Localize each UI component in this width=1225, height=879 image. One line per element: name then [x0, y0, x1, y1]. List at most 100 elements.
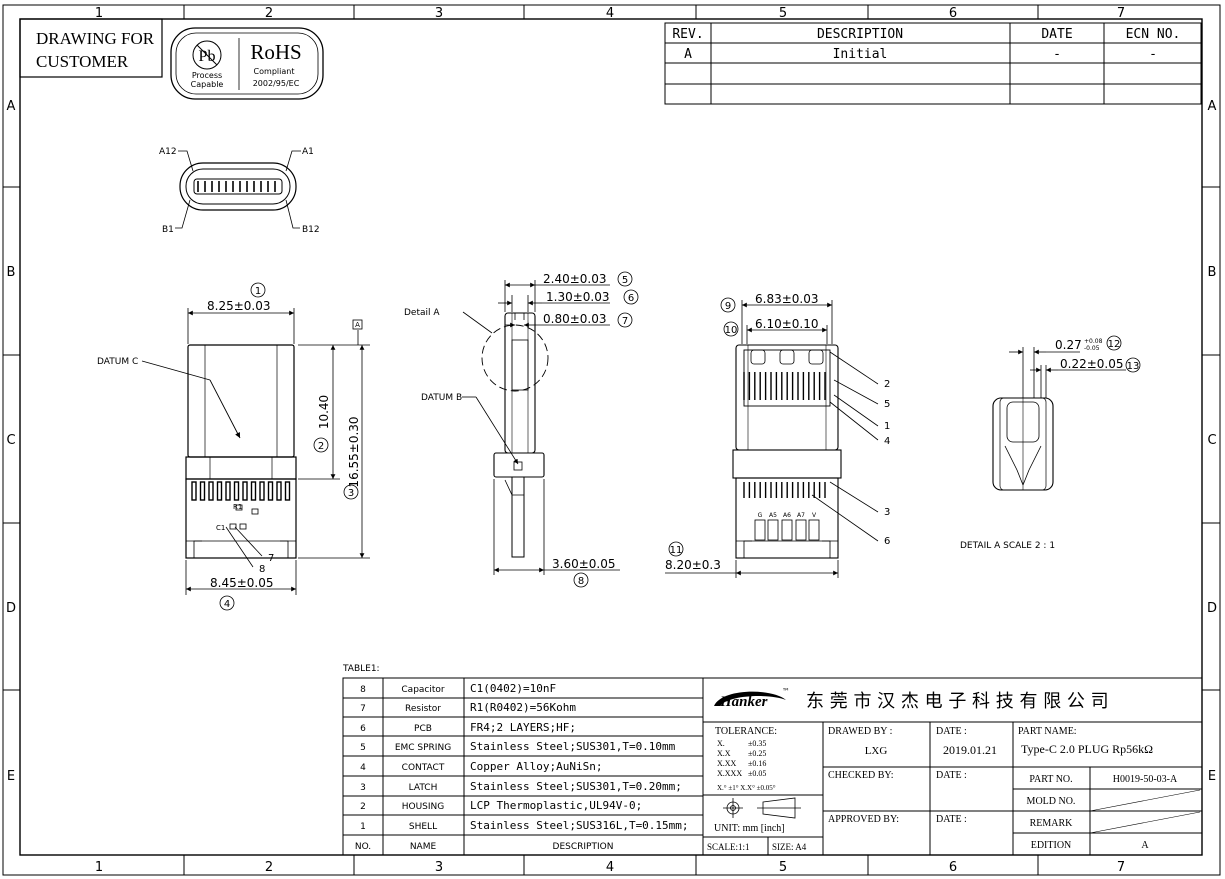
projection-symbol-icon	[723, 797, 801, 819]
zone-row-c-right: C	[1207, 433, 1216, 448]
zone-col-5-top: 5	[779, 6, 787, 21]
pb-symbol: Pb	[199, 48, 216, 65]
tolerance-rows: X.±0.35X.X±0.25X.XX±0.16X.XXX±0.05	[717, 739, 766, 778]
top-pin-pad	[225, 481, 231, 501]
callout-1: 1	[884, 421, 890, 432]
compliance-badge: Pb Process Capable RoHS Compliant 2002/9…	[170, 27, 324, 100]
bom-row-description: Stainless Steel;SUS316L,T=0.15mm;	[470, 819, 689, 832]
datum-flag-a: A	[355, 321, 360, 329]
tolerance-class: X.XXX	[717, 769, 742, 778]
tolerance-value: ±0.05	[748, 769, 766, 778]
dim-shell-outer-width: 6.83±0.03	[755, 292, 819, 306]
bom-row-name: LATCH	[409, 783, 438, 793]
rev-row-1-date: -	[1053, 47, 1061, 62]
bom-row-name: HOUSING	[402, 802, 445, 812]
dim-contact-width: 0.27	[1055, 338, 1082, 352]
bom-row-description: FR4;2 LAYERS;HF;	[470, 721, 576, 734]
tolerance-angle: X.° ±1° X.X° ±0.05°	[717, 784, 776, 792]
rev-header-rev: REV.	[672, 27, 703, 42]
top-pin-pad	[259, 481, 265, 501]
zone-col-1-bottom: 1	[95, 860, 103, 875]
datum-b-label: DATUM B	[421, 393, 462, 403]
rohs-caption-1: Compliant	[254, 67, 295, 76]
drawing-for-customer-box: DRAWING FOR CUSTOMER	[19, 18, 163, 78]
bom-row-no: 1	[360, 822, 366, 832]
pin-label-a5: A5	[769, 512, 777, 519]
rev-header-ecn: ECN NO.	[1126, 27, 1181, 42]
approved-date-label: DATE :	[936, 814, 967, 825]
datum-c-label: DATUM C	[97, 357, 138, 367]
zone-col-3-bottom: 3	[435, 860, 443, 875]
bom-footer-description: DESCRIPTION	[553, 842, 614, 852]
side-view: Detail A DATUM B 2.40±0.03 1.30±0.03 0	[404, 271, 639, 588]
dim-contact-width-lower-tol: -0.05	[1084, 345, 1100, 352]
bom-row-no: 4	[360, 763, 366, 773]
balloon-1: 1	[255, 286, 261, 297]
bom-row-name: Capacitor	[401, 685, 445, 695]
tolerance-class: X.	[717, 739, 725, 748]
pin-label-g: G	[758, 512, 763, 519]
balloon-11: 11	[670, 545, 683, 556]
pin-label-a6: A6	[783, 512, 791, 519]
balloon-3: 3	[348, 488, 354, 499]
zone-col-2-top: 2	[265, 6, 273, 21]
zone-row-b-right: B	[1208, 265, 1217, 280]
rev-row-1-description: Initial	[833, 47, 888, 62]
tolerance-class: X.X	[717, 749, 731, 758]
tolerance-title: TOLERANCE:	[715, 726, 777, 737]
dim-tongue-thickness: 1.30±0.03	[546, 290, 610, 304]
callout-3: 3	[884, 507, 890, 518]
zone-labels: 1 2 3 4 5 6 7 1 2 3 4 5 6 7 A B C D E A …	[6, 6, 1217, 875]
drawn-date-value: 2019.01.21	[943, 743, 997, 757]
bom-row-name: PCB	[414, 724, 432, 734]
dim-shell-inner-width: 6.10±0.10	[755, 317, 819, 331]
top-pin-pad	[216, 481, 223, 501]
bom-row-name: EMC SPRING	[395, 743, 451, 753]
detail-a-caption: DETAIL A SCALE 2 : 1	[960, 541, 1055, 551]
drawn-by-value: LXG	[865, 745, 888, 757]
mold-no-label: MOLD NO.	[1027, 796, 1076, 807]
drawn-by-label: DRAWED BY :	[828, 726, 892, 737]
drawing-title-line2: CUSTOMER	[36, 52, 129, 71]
zone-row-a-right: A	[1208, 99, 1217, 114]
tolerance-value: ±0.35	[748, 739, 766, 748]
front-mating-face-view: A12 A1 B1 B12	[159, 147, 320, 235]
bom-row-no: 3	[360, 783, 366, 793]
bom-title: TABLE1:	[342, 664, 380, 674]
title-block: Hanker ™ 东 莞 市 汉 杰 电 子 科 技 有 限 公 司 TOLER…	[702, 677, 1203, 856]
zone-row-d-left: D	[6, 601, 16, 616]
zone-col-5-bottom: 5	[779, 860, 787, 875]
bom-footer-no: NO.	[355, 842, 371, 852]
detail-a-label: Detail A	[404, 308, 440, 318]
pin-label-b12: B12	[302, 225, 320, 235]
detail-a-view: 0.27 +0.08 -0.05 0.22±0.05 12 13 DETAIL …	[960, 335, 1141, 551]
zone-col-6-top: 6	[949, 6, 957, 21]
c1-label: C1	[216, 524, 225, 532]
zone-row-b-left: B	[7, 265, 16, 280]
bom-row-description: C1(0402)=10nF	[470, 682, 556, 695]
approved-by-label: APPROVED BY:	[828, 814, 899, 825]
callout-6: 6	[884, 536, 890, 547]
top-pin-pad	[191, 481, 197, 501]
company-logo: Hanker ™	[714, 687, 790, 710]
balloon-6: 6	[628, 293, 634, 304]
dim-contact-width-upper-tol: +0.08	[1084, 338, 1103, 345]
rev-header-date: DATE	[1041, 27, 1072, 42]
top-pin-pad	[284, 481, 291, 501]
balloon-9: 9	[725, 301, 731, 312]
top-pin-pad	[233, 481, 240, 501]
rev-row-1-ecn: -	[1149, 47, 1157, 62]
pb-caption-2: Capable	[191, 80, 224, 89]
callout-5: 5	[884, 399, 890, 410]
zone-col-3-top: 3	[435, 6, 443, 21]
part-no-label: PART NO.	[1029, 774, 1072, 785]
zone-col-4-bottom: 4	[606, 860, 614, 875]
top-pin-pad	[242, 481, 248, 501]
drawn-date-label: DATE :	[936, 726, 967, 737]
tolerance-value: ±0.25	[748, 749, 766, 758]
rohs-logo: RoHS	[250, 40, 301, 64]
drawing-title-line1: DRAWING FOR	[36, 29, 155, 48]
bom-row-no: 7	[360, 704, 366, 714]
zone-col-1-top: 1	[95, 6, 103, 21]
